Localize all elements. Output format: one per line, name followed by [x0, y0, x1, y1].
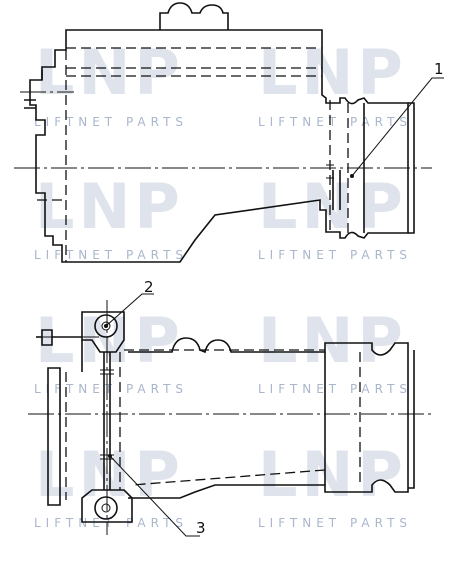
svg-text:LNP: LNP — [35, 170, 184, 243]
svg-text:LNP: LNP — [258, 304, 407, 377]
svg-text:LIFTNET PARTS: LIFTNET PARTS — [258, 248, 412, 262]
callout-2: 2 — [104, 278, 154, 328]
watermark-tile: LNP LIFTNET PARTS — [34, 438, 188, 530]
svg-text:LNP: LNP — [258, 36, 407, 109]
svg-text:1: 1 — [434, 60, 444, 78]
svg-text:LIFTNET PARTS: LIFTNET PARTS — [258, 516, 412, 530]
watermark-tile: LNP LIFTNET PARTS — [34, 304, 188, 396]
svg-text:LNP: LNP — [258, 438, 407, 511]
callout-3: 3 — [108, 454, 206, 537]
watermark-grid: LNP LIFTNET PARTS LNP LIFTNET PARTS LNP … — [34, 36, 412, 530]
top-view-centerlines — [14, 91, 432, 169]
svg-text:LIFTNET PARTS: LIFTNET PARTS — [34, 516, 188, 530]
svg-text:3: 3 — [196, 519, 206, 537]
svg-text:LIFTNET PARTS: LIFTNET PARTS — [258, 382, 412, 396]
watermark-tile: LNP LIFTNET PARTS — [258, 36, 412, 129]
bottom-view-centerlines — [28, 300, 432, 535]
watermark-tile: LNP LIFTNET PARTS — [258, 304, 412, 396]
svg-text:LIFTNET PARTS: LIFTNET PARTS — [34, 382, 188, 396]
watermark-tile: LNP LIFTNET PARTS — [258, 170, 412, 262]
callout-1: 1 — [350, 60, 444, 178]
watermark-tile: LNP LIFTNET PARTS — [258, 438, 412, 530]
watermark-tile: LNP LIFTNET PARTS — [34, 170, 188, 262]
svg-text:LNP: LNP — [35, 36, 184, 109]
svg-text:LIFTNET PARTS: LIFTNET PARTS — [258, 115, 412, 129]
watermark-tile: LNP LIFTNET PARTS — [34, 36, 188, 129]
svg-text:2: 2 — [144, 278, 154, 296]
bottom-view-hidden-lines — [65, 349, 361, 500]
svg-text:LIFTNET PARTS: LIFTNET PARTS — [34, 115, 188, 129]
svg-text:LIFTNET PARTS: LIFTNET PARTS — [34, 248, 188, 262]
